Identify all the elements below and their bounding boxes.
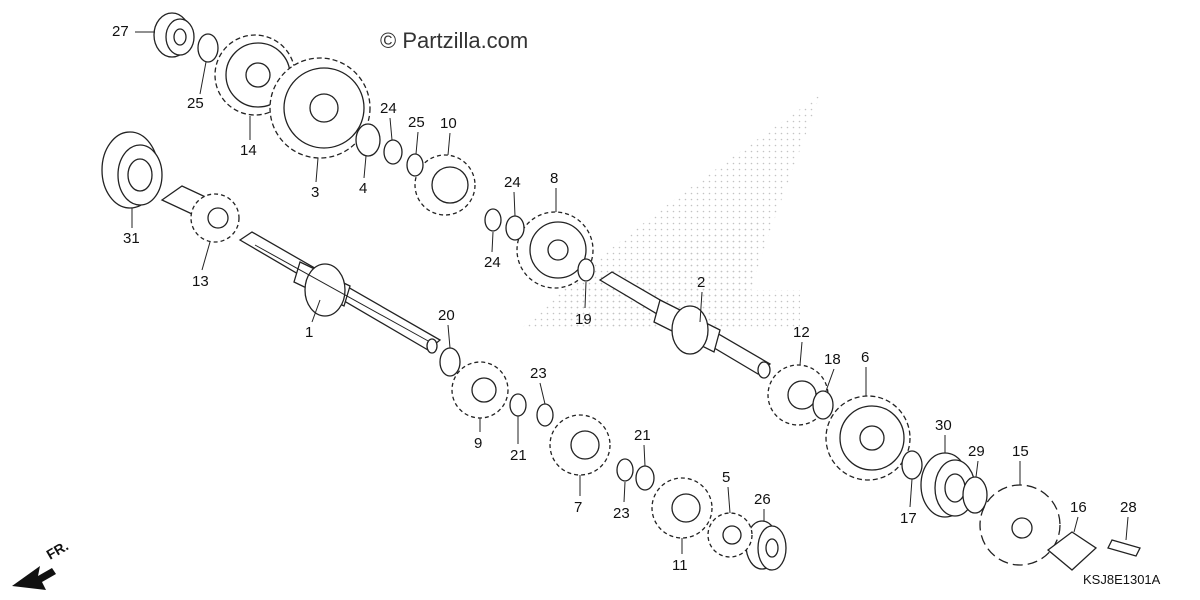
- part-27-seal: [962, 476, 988, 514]
- callouts: 27 25 14 3 4 24 25 10 24 8 24 19 2 31 13…: [112, 23, 1137, 574]
- part-23-clip: [536, 403, 554, 427]
- callout-15: 15: [1012, 443, 1029, 460]
- part-23-clip-b: [616, 458, 634, 482]
- part-3-gear[interactable]: [269, 57, 371, 159]
- callout-29: 31: [123, 230, 140, 247]
- callout-22b: 24: [504, 174, 521, 191]
- callout-4: 4: [359, 180, 367, 197]
- part-13-gear[interactable]: [160, 185, 240, 243]
- callout-11: 11: [672, 557, 688, 574]
- callout-3: 3: [311, 184, 319, 201]
- part-24-clip-b: [484, 208, 502, 232]
- callout-21b: 21: [634, 427, 651, 444]
- part-15-sprocket[interactable]: [979, 484, 1061, 566]
- callout-23b: 23: [613, 505, 630, 522]
- callout-10: 10: [440, 115, 457, 132]
- part-17-washer: [901, 450, 923, 480]
- callout-24b: 24: [484, 254, 501, 271]
- part-26-bearing[interactable]: [745, 520, 787, 571]
- part-11-gear[interactable]: [651, 477, 713, 539]
- callout-26: 26: [754, 491, 771, 508]
- part-24-clip: [406, 153, 424, 177]
- callout-20: 20: [438, 307, 455, 324]
- part-29-bearing[interactable]: [101, 131, 163, 209]
- callout-23: 23: [530, 365, 547, 382]
- part-22-washer-b: [505, 215, 525, 241]
- callout-16: 16: [1070, 499, 1087, 516]
- part-21-washer: [509, 393, 527, 417]
- callout-19: 19: [575, 311, 592, 328]
- callout-30: 30: [935, 417, 952, 434]
- callout-24: 25: [408, 114, 425, 131]
- callout-22: 24: [380, 100, 397, 117]
- callout-27: 29: [968, 443, 985, 460]
- front-label: FR.: [44, 537, 72, 562]
- front-direction-arrow: FR.: [12, 537, 71, 590]
- part-22-washer: [383, 139, 403, 165]
- part-6-gear[interactable]: [825, 395, 911, 481]
- callout-2: 2: [697, 274, 705, 291]
- part-1-countershaft[interactable]: [238, 231, 442, 354]
- callout-7: 7: [574, 499, 582, 516]
- part-7-gear[interactable]: [549, 414, 611, 476]
- part-19-washer: [577, 258, 595, 282]
- part-9-gear[interactable]: [451, 361, 509, 419]
- callout-21: 21: [510, 447, 527, 464]
- callout-31: 27: [112, 23, 129, 40]
- wing-logo-watermark: [520, 95, 820, 330]
- part-4-collar: [355, 123, 381, 157]
- part-31-bearing[interactable]: [153, 12, 195, 58]
- part-20-washer: [439, 347, 461, 377]
- callout-28: 28: [1120, 499, 1137, 516]
- callout-9: 9: [474, 435, 482, 452]
- callout-1: 1: [305, 324, 313, 341]
- callout-14: 14: [240, 142, 257, 159]
- diagram-code: KSJ8E1301A: [1083, 572, 1161, 587]
- callout-25: 25: [187, 95, 204, 112]
- part-8-gear[interactable]: [516, 211, 594, 289]
- callout-12: 12: [793, 324, 810, 341]
- callout-13: 13: [192, 273, 209, 290]
- callout-8: 8: [550, 170, 558, 187]
- watermark-text: © Partzilla.com: [380, 28, 528, 53]
- part-21-washer-b: [635, 465, 655, 491]
- callout-6: 6: [861, 349, 869, 366]
- callout-17: 17: [900, 510, 917, 527]
- part-2-mainshaft[interactable]: [598, 271, 772, 379]
- part-25-washer: [197, 33, 219, 63]
- part-5-gear[interactable]: [707, 512, 753, 558]
- part-10-gear[interactable]: [414, 154, 476, 216]
- part-18-washer: [812, 390, 834, 420]
- part-16-plate[interactable]: [1046, 531, 1098, 571]
- callout-18: 18: [824, 351, 841, 368]
- callout-5: 5: [722, 469, 730, 486]
- part-28-bolt[interactable]: [1107, 539, 1141, 557]
